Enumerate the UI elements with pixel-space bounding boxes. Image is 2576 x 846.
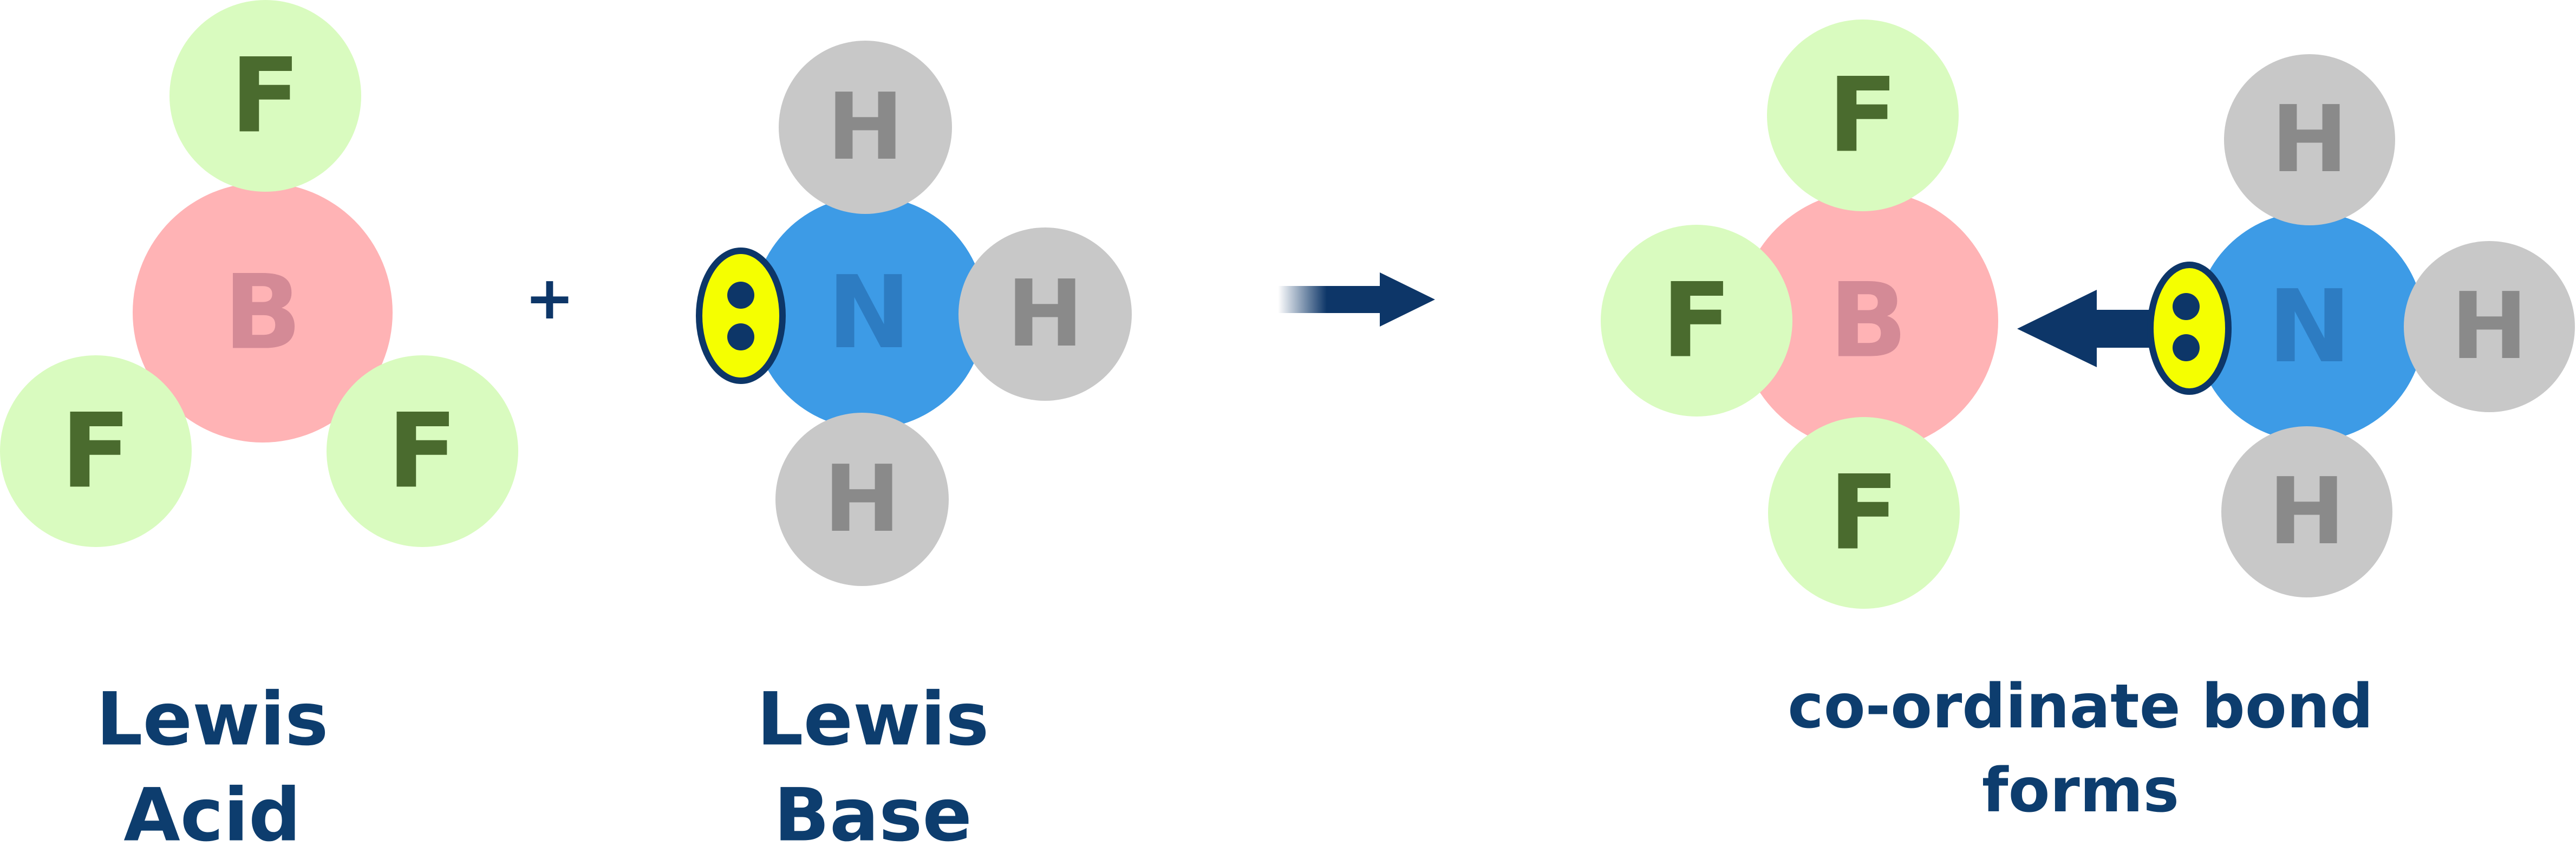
electron-dot [2173,293,2200,320]
reaction-arrow [1278,272,1435,327]
hydrogen-atom-top: H [779,41,952,214]
electron-dot [2173,334,2200,361]
lone-pair [696,248,786,384]
hydrogen-label: H [2268,458,2345,565]
electron-dot [727,323,754,350]
product-fluorine-atom-top: F [1767,19,1959,211]
product-hydrogen-atom-bottom: H [2221,426,2392,597]
product-hydrogen-atom-right: H [2404,241,2575,412]
product-fluorine-atom-bottom: F [1768,417,1960,609]
product-lone-pair [2147,262,2232,395]
electron-dot [727,282,754,309]
hydrogen-atom-bottom: H [775,413,949,586]
hydrogen-label: H [2451,273,2528,380]
fluorine-label: F [387,392,458,511]
product-caption-line1: co-ordinate bond [1788,672,2373,742]
coordinate-bond-arrow [2017,290,2161,367]
hydrogen-label: H [824,446,901,553]
fluorine-label: F [1828,56,1898,175]
product-boron-atom: B [1738,191,1998,451]
lewis-base-caption-line1: Lewis [757,677,989,762]
fluorine-atom-top: F [169,0,361,192]
lewis-base-caption-line2: Base [774,773,972,846]
hydrogen-label: H [827,74,904,181]
plus-sign: + [525,263,575,333]
lewis-acid-caption-line2: Acid [123,773,301,846]
boron-label: B [224,253,302,373]
lewis-base-caption: Lewis Base [757,677,989,846]
product-nitrogen-atom: N [2195,212,2424,441]
hydrogen-label: H [2271,86,2348,193]
lewis-acid-caption: Lewis Acid [96,677,329,846]
lewis-base-molecule: N H H H [696,41,1132,586]
nitrogen-label: N [2268,268,2352,385]
lewis-acid-caption-line1: Lewis [96,677,329,762]
product-fluorine-atom-left: F [1601,225,1792,417]
lewis-acid-molecule: B F F F [0,0,518,547]
product-molecule: B F F F N H H H [1601,19,2575,609]
nitrogen-atom: N [753,196,986,429]
fluorine-label: F [61,392,131,511]
product-caption-line2: forms [1982,756,2179,826]
nitrogen-label: N [827,254,911,371]
product-hydrogen-atom-top: H [2224,54,2395,225]
hydrogen-atom-right: H [958,227,1132,401]
fluorine-label: F [1829,453,1899,573]
fluorine-atom-right: F [327,355,518,547]
hydrogen-label: H [1007,261,1084,368]
fluorine-label: F [230,36,301,156]
boron-label: B [1829,261,1908,381]
boron-atom: B [133,183,393,442]
product-caption: co-ordinate bond forms [1788,672,2373,826]
fluorine-label: F [1661,261,1732,381]
fluorine-atom-left: F [0,355,192,547]
